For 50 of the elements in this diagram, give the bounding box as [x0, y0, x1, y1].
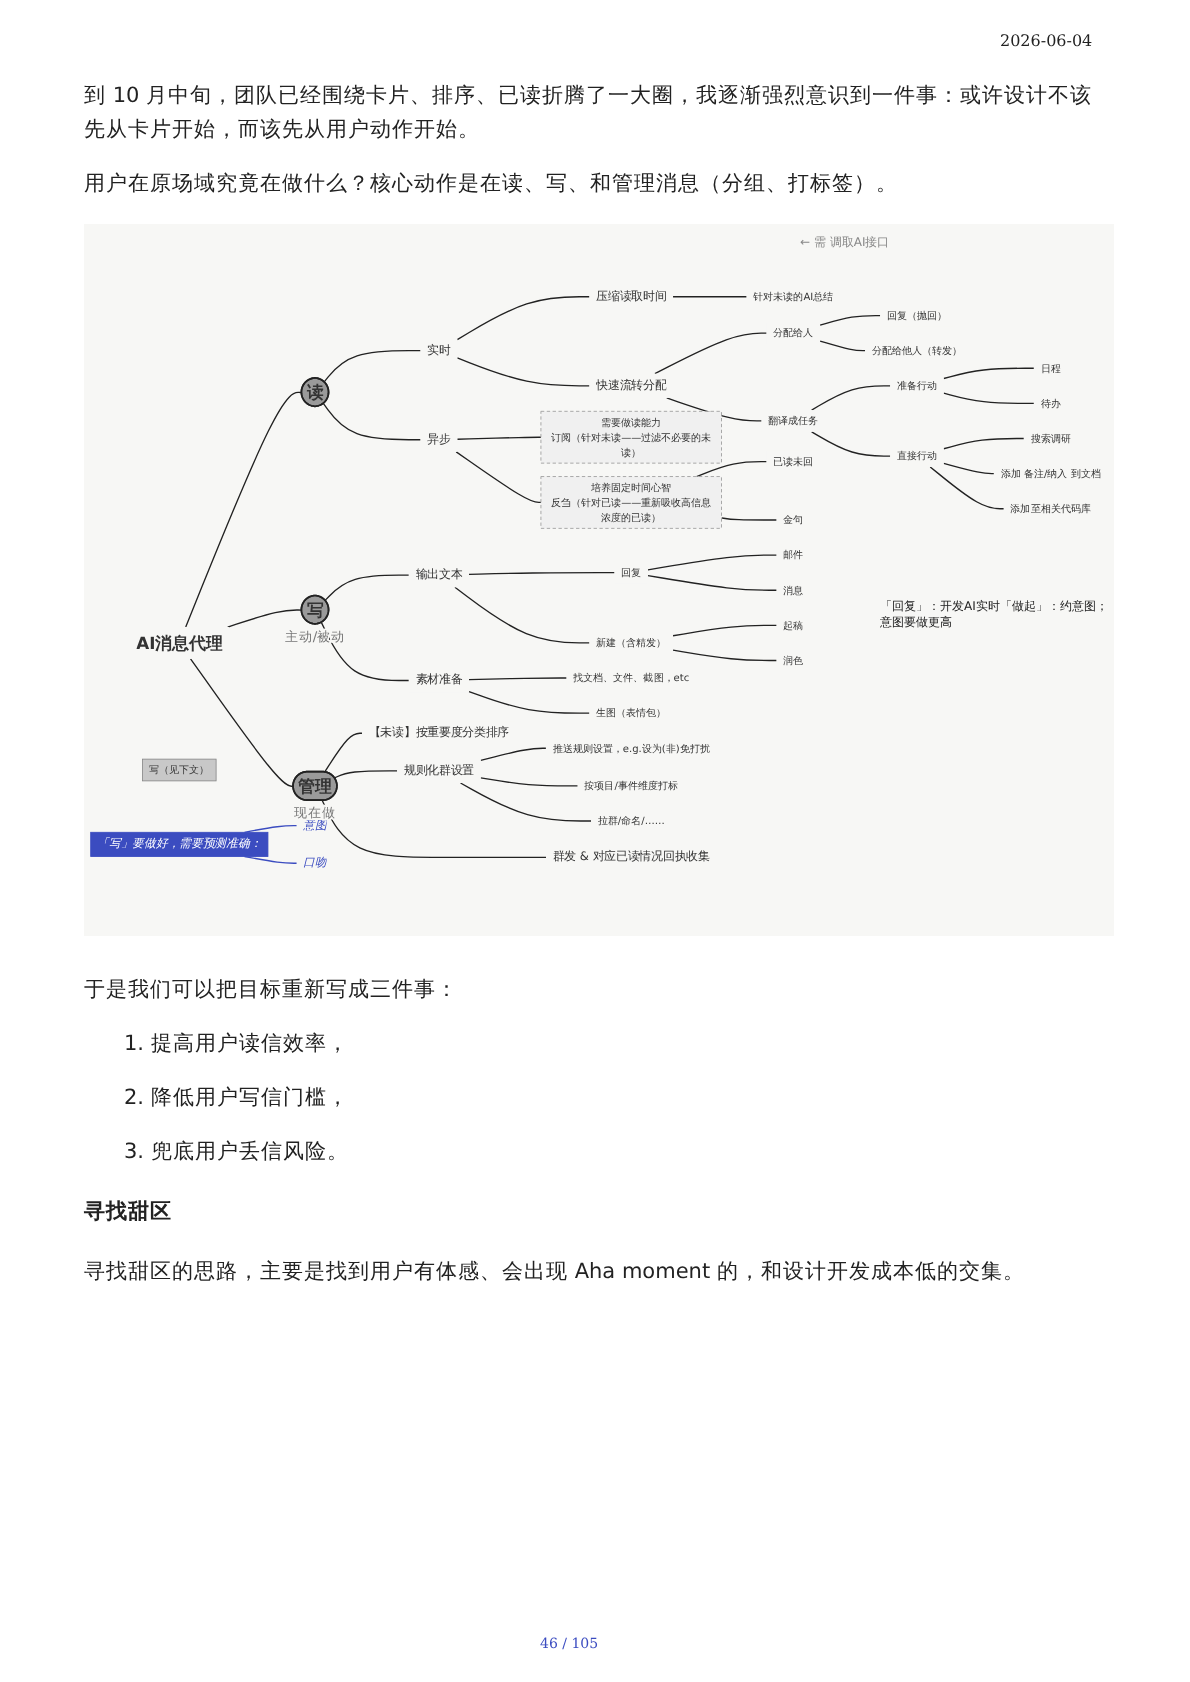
- paragraph: 于是我们可以把目标重新写成三件事：: [84, 976, 458, 1006]
- connector: [480, 747, 547, 761]
- connector: [454, 586, 591, 644]
- connector: [322, 403, 422, 441]
- connector: [811, 431, 891, 457]
- connector: [321, 799, 547, 859]
- connector: [243, 824, 298, 833]
- list-item: 1. 提高用户读信效率，: [124, 1030, 349, 1060]
- connector: [695, 461, 768, 478]
- connector: [455, 451, 542, 504]
- connector: [943, 392, 1035, 405]
- list-item: 2. 降低用户写信门槛，: [124, 1084, 349, 1114]
- connector: [185, 391, 303, 628]
- connector: [943, 367, 1035, 380]
- connector: [647, 574, 778, 591]
- connector: [468, 677, 568, 681]
- connector: [654, 332, 768, 375]
- connector: [672, 624, 778, 637]
- node-text: AI消息代理: [136, 632, 223, 653]
- connector: [468, 572, 616, 575]
- connector: [189, 658, 295, 787]
- heading: 寻找甜区: [84, 1198, 172, 1228]
- connector: [333, 770, 398, 779]
- paragraph: 寻找甜区的思路，主要是找到用户有体感、会出现 Aha moment 的，和设计开发成本低的交集。: [84, 1258, 1025, 1288]
- paragraph: 用户在原场域究竟在做什么？核心动作是在读、写、和管理消息（分组、打标签）。: [84, 170, 898, 200]
- connector: [943, 437, 1025, 450]
- connector: [811, 385, 891, 411]
- connector: [819, 340, 866, 352]
- connector: [323, 732, 363, 773]
- connector: [672, 649, 778, 662]
- connector: [929, 466, 1005, 510]
- connector: [819, 314, 881, 326]
- connector: [456, 357, 591, 387]
- connector: [456, 436, 542, 440]
- connector: [647, 554, 778, 571]
- connector: [943, 462, 995, 475]
- connector: [672, 296, 748, 298]
- paragraph: 到 10 月中旬，团队已经围绕卡片、排序、已读折腾了一大圈，我逐渐强烈意识到一件事：或许设计不该先从卡片开始，而该先从用户动作开始。: [84, 82, 1095, 146]
- date: 2026-06-04: [1000, 32, 1093, 53]
- connector: [227, 609, 303, 628]
- list-item: 3. 兜底用户丢信风险。: [124, 1138, 349, 1168]
- connector: [468, 690, 591, 714]
- connector: [456, 296, 591, 341]
- connector: [320, 621, 410, 682]
- connector: [480, 777, 579, 787]
- connector: [720, 517, 778, 521]
- connector: [459, 782, 592, 822]
- connector: [324, 574, 410, 602]
- connector: [323, 350, 422, 383]
- connector: [243, 855, 298, 864]
